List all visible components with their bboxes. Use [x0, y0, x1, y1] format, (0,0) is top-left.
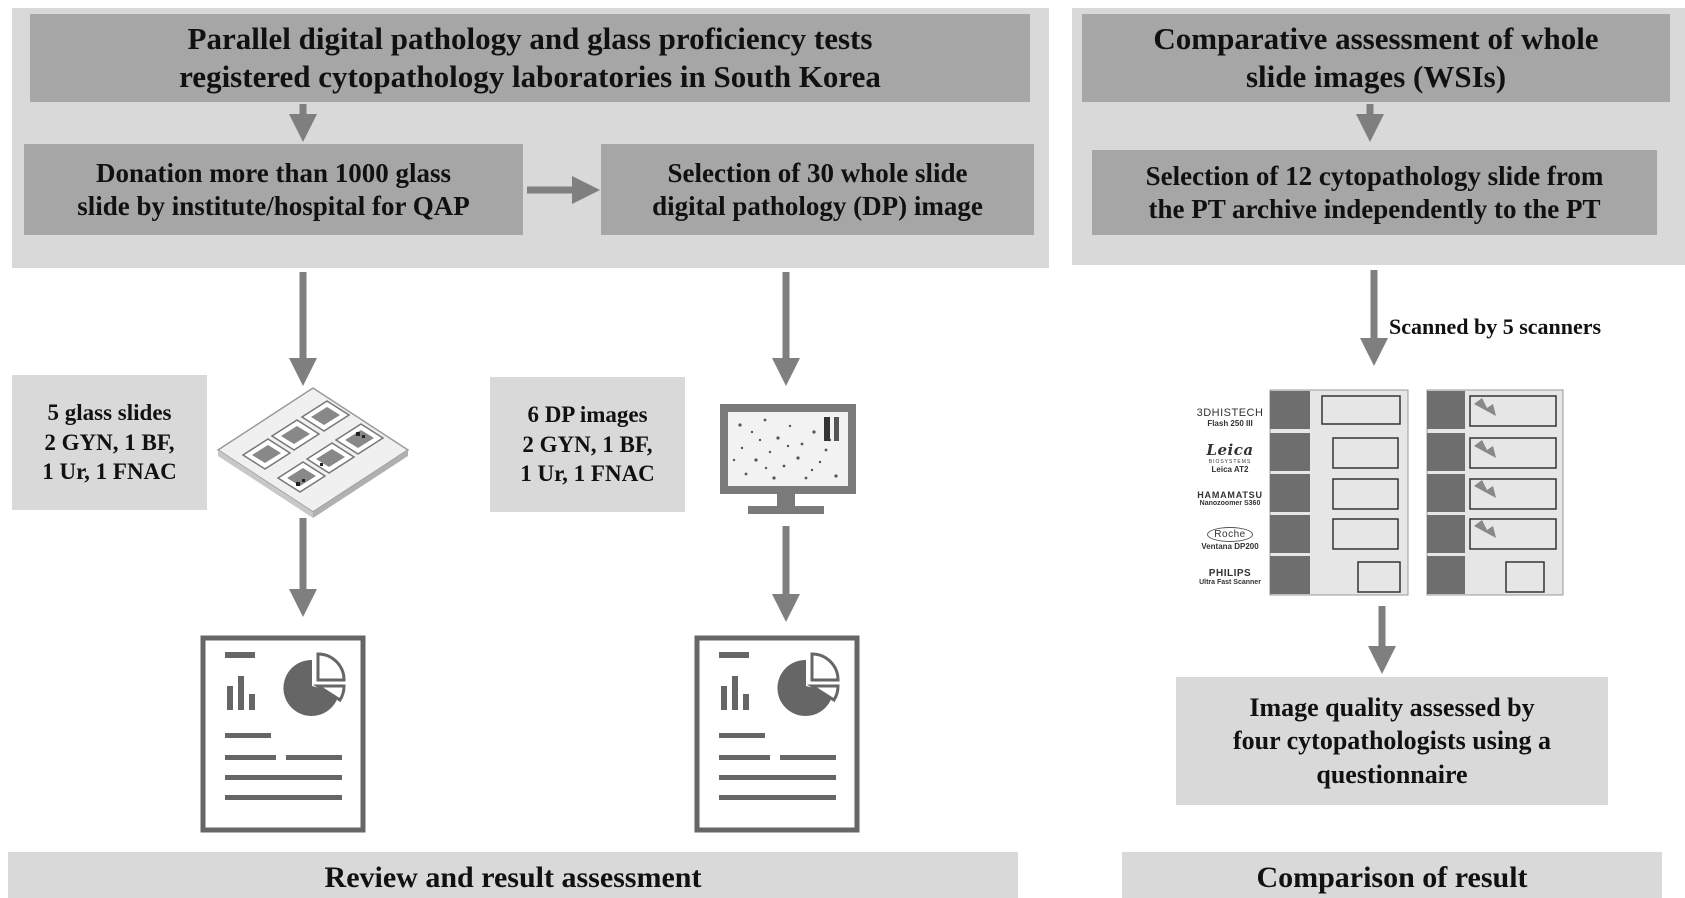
selection-12-line2: the PT archive independently to the PT: [1148, 193, 1601, 224]
donation-box: Donation more than 1000 glass slide by i…: [24, 144, 523, 235]
right-header-line2: slide images (WSIs): [1245, 59, 1507, 94]
glass-line3: 1 Ur, 1 FNAC: [42, 459, 177, 485]
left-header-box: Parallel digital pathology and glass pro…: [30, 14, 1030, 102]
scanner-leica: Leica BIOSYSTEMS Leica AT2: [1190, 441, 1270, 474]
scanner-hamamatsu: HAMAMATSU Nanozoomer S360: [1190, 490, 1270, 507]
scanner-3dhistech-brand: 3DHISTECH: [1196, 407, 1264, 419]
scanner-leica-sub: BIOSYSTEMS: [1208, 459, 1252, 465]
right-footer-box: Comparison of result: [1122, 852, 1662, 898]
glass-line1: 5 glass slides: [47, 400, 172, 426]
scanned-note: Scanned by 5 scanners: [1389, 314, 1602, 339]
selection-30-line2: digital pathology (DP) image: [652, 190, 983, 221]
selection-12-box: Selection of 12 cytopathology slide from…: [1092, 150, 1657, 235]
scanner-3dhistech-model: Flash 250 III: [1207, 419, 1253, 428]
report-icon-middle: [694, 635, 860, 833]
quality-line1: Image quality assessed by: [1249, 693, 1535, 723]
scanner-leica-brand: Leica: [1206, 441, 1254, 459]
scanner-philips-model: Ultra Fast Scanner: [1199, 579, 1261, 586]
quality-line2: four cytopathologists using a: [1232, 726, 1552, 756]
selection-30-box: Selection of 30 whole slide digital path…: [601, 144, 1034, 235]
right-header-line1: Comparative assessment of whole: [1153, 21, 1599, 57]
donation-line2: slide by institute/hospital for QAP: [77, 190, 470, 221]
dp-line3: 1 Ur, 1 FNAC: [520, 461, 655, 487]
glass-slides-icon: [216, 387, 410, 518]
monitor-icon: [720, 404, 856, 514]
left-footer-label: Review and result assessment: [324, 861, 702, 894]
left-header-line2: registered cytopathology laboratories in…: [179, 59, 881, 94]
scanner-hamamatsu-model: Nanozoomer S360: [1199, 500, 1261, 507]
quality-line3: questionnaire: [1316, 759, 1468, 789]
scanner-roche-brand: Roche: [1207, 527, 1253, 542]
glass-slides-box: 5 glass slides 2 GYN, 1 BF, 1 Ur, 1 FNAC: [12, 375, 207, 510]
dp-line1: 6 DP images: [527, 402, 648, 428]
glass-line2: 2 GYN, 1 BF,: [44, 429, 175, 455]
scanner-3dhistech: 3DHISTECH Flash 250 III: [1190, 407, 1270, 428]
dp-line2: 2 GYN, 1 BF,: [522, 431, 653, 457]
scanner-leica-model: Leica AT2: [1211, 465, 1249, 474]
quality-box: Image quality assessed by four cytopatho…: [1176, 677, 1608, 805]
selection-12-line1: Selection of 12 cytopathology slide from: [1145, 160, 1604, 191]
scanner-hamamatsu-brand: HAMAMATSU: [1197, 490, 1263, 500]
dp-images-box: 6 DP images 2 GYN, 1 BF, 1 Ur, 1 FNAC: [490, 377, 685, 512]
donation-line1: Donation more than 1000 glass: [95, 157, 452, 188]
left-footer-box: Review and result assessment: [8, 852, 1018, 898]
scanner-roche: Roche Ventana DP200: [1190, 524, 1270, 551]
right-header-box: Comparative assessment of whole slide im…: [1082, 14, 1670, 102]
scanner-image-grid: [1269, 389, 1564, 596]
scanner-roche-model: Ventana DP200: [1201, 542, 1259, 551]
report-icon-left: [200, 635, 366, 833]
left-header-line1: Parallel digital pathology and glass pro…: [187, 21, 873, 57]
scanner-philips-brand: PHILIPS: [1208, 568, 1252, 579]
scanner-philips: PHILIPS Ultra Fast Scanner: [1190, 568, 1270, 586]
selection-30-line1: Selection of 30 whole slide: [667, 157, 968, 188]
right-footer-label: Comparison of result: [1256, 861, 1528, 894]
